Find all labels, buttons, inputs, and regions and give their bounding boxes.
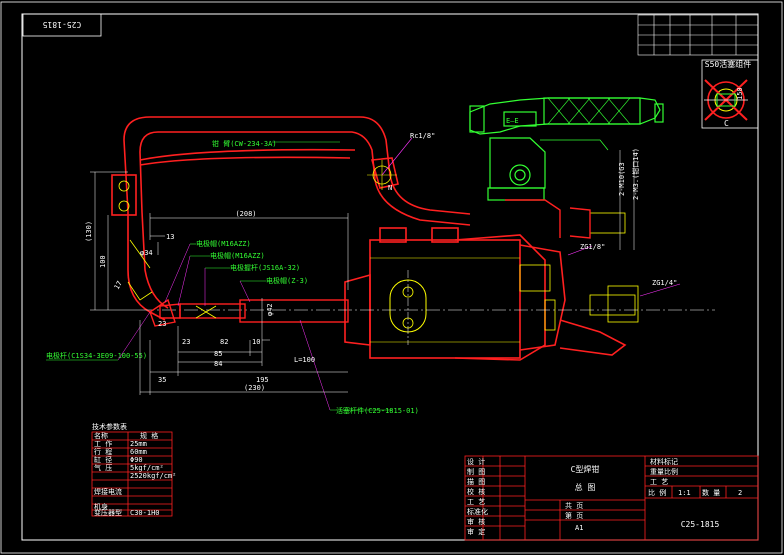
title-left-0: 设 计 <box>467 457 485 466</box>
dim-208: (208) <box>235 210 256 218</box>
drawing-number-stamp-box <box>22 13 102 37</box>
title-sub: 总 图 <box>575 482 596 492</box>
dim-35: 35 <box>158 376 166 384</box>
dim-23a: 23 <box>158 320 166 328</box>
dim-130: (130) <box>85 221 93 242</box>
spec-header-name: 名称 <box>94 431 108 440</box>
title-qty: 2 <box>738 489 742 497</box>
lower-mount-label: 2-M3.(钳口14) <box>631 148 640 200</box>
spec-r0-v: 25mm <box>130 440 147 448</box>
title-right-0: 材料标记 <box>650 457 678 466</box>
title-left-7: 审 定 <box>467 527 485 536</box>
title-left-6: 审 核 <box>467 517 485 526</box>
title-name: C型焊钳 <box>571 464 600 474</box>
spec-r3-k: 气 压 <box>94 463 112 472</box>
inner-frame <box>21 13 759 541</box>
spec-r3-v: 5kgf/cm² <box>130 464 164 472</box>
arm-label: 钳 臂(CW-234-3A) <box>212 139 277 148</box>
electrode1-label: 电极帽(M16AZZ) <box>196 239 251 248</box>
spec-r2-v: Φ90 <box>130 456 143 464</box>
spec-r6-k: 焊接电流 <box>94 487 122 496</box>
spec-r8-k: 机身 <box>94 502 108 511</box>
dim-34: φ34 <box>140 249 153 257</box>
title-right-1: 重量比例 <box>650 467 678 476</box>
spec-r0-k: 工 作 <box>94 439 112 448</box>
arrow-n-label: N <box>388 184 392 192</box>
electrode-labels: 电极帽(M16AZZ) 电极帽(M16AZZ) 电极握杆(JS16A-32) 电… <box>164 239 308 307</box>
title-left-2: 描 图 <box>467 477 485 486</box>
zg1b-label: ZG1/4" <box>652 279 677 287</box>
title-mid-1: 第 页 <box>565 511 583 520</box>
dim-84: 84 <box>214 360 222 368</box>
ee-label: E—E <box>506 117 519 125</box>
spec-r4-v: 2520kgf/cm² <box>130 472 176 480</box>
detail-title: S50活塞组件 <box>705 59 751 69</box>
detail-dim: 150 <box>736 87 744 100</box>
electrode2-label: 电极帽(M16AZZ) <box>210 251 265 260</box>
dim-82: 82 <box>220 338 228 346</box>
dim-17: 17 <box>113 280 124 291</box>
zg1-label: ZG1/8" <box>580 243 605 251</box>
spec-r2-k: 缸 径 <box>94 455 112 464</box>
spec-header-spec: 规 格 <box>140 431 158 440</box>
dim-230: (230) <box>244 384 265 392</box>
electrode3-label: 电极握杆(JS16A-32) <box>230 263 300 272</box>
detail-c: C <box>724 119 729 128</box>
upper-mount-label: 2-M10(G3 <box>618 162 626 196</box>
detail-view: S50活塞组件 C 150 <box>701 59 759 129</box>
bottom-part-label: 活塞杆件(C25-1815-01) <box>336 406 419 415</box>
spec-r9-v: C30-1H0 <box>130 509 160 517</box>
dimension-texts: (208) (130) 100 17 13 φ34 23 23 82 85 84… <box>85 210 315 392</box>
spec-r1-v: 60mm <box>130 448 147 456</box>
spec-r1-k: 行 程 <box>94 447 112 456</box>
title-block: 设 计 制 图 描 图 校 核 工 艺 标准化 审 核 审 定 C型焊钳 总 图… <box>464 455 759 541</box>
spec-table-title: 技术参数表 <box>92 422 127 431</box>
dim-100: 100 <box>99 255 107 268</box>
title-qty-label: 数 量 <box>702 488 720 497</box>
title-scale-label: 比 例 <box>648 488 666 497</box>
spec-table: 技术参数表 名称 规 格 工 作 25mm 行 程 60mm 缸 径 Φ90 气… <box>91 422 176 517</box>
title-sheet: A1 <box>575 524 583 532</box>
title-left-3: 校 核 <box>467 487 485 496</box>
dim-23b: 23 <box>182 338 190 346</box>
right-mount <box>505 199 626 239</box>
title-scale: 1:1 <box>678 489 691 497</box>
dim-13: 13 <box>166 233 174 241</box>
dim-100b: L=100 <box>294 356 315 364</box>
c-arm <box>111 116 471 321</box>
drawing-number-stamp: C25-1815 <box>43 20 82 29</box>
dim-10: 10 <box>252 338 260 346</box>
title-code: C25-1815 <box>681 520 720 529</box>
electrode4-label: 电极帽(Z-3) <box>266 276 308 285</box>
title-left-5: 标准化 <box>467 507 488 516</box>
left-part-label: 电极杆(C1S34-3E09-100-55) <box>46 351 147 360</box>
title-right-2: 工 艺 <box>650 478 668 486</box>
title-mid-0: 共 页 <box>565 501 583 510</box>
piston-rod <box>149 298 349 327</box>
rc-label: Rc1/8" <box>410 132 435 140</box>
spec-r9-k: 变压器型 <box>94 508 122 517</box>
rc-mark: Rc1/8" N <box>367 132 435 192</box>
dim-42: φ42 <box>266 303 274 316</box>
dim-85: 85 <box>214 350 222 358</box>
title-left-4: 工 艺 <box>467 498 485 506</box>
dim-195: 195 <box>256 376 269 384</box>
dimension-lines <box>90 171 349 395</box>
title-left-1: 制 图 <box>467 467 485 476</box>
revision-table <box>637 14 759 56</box>
